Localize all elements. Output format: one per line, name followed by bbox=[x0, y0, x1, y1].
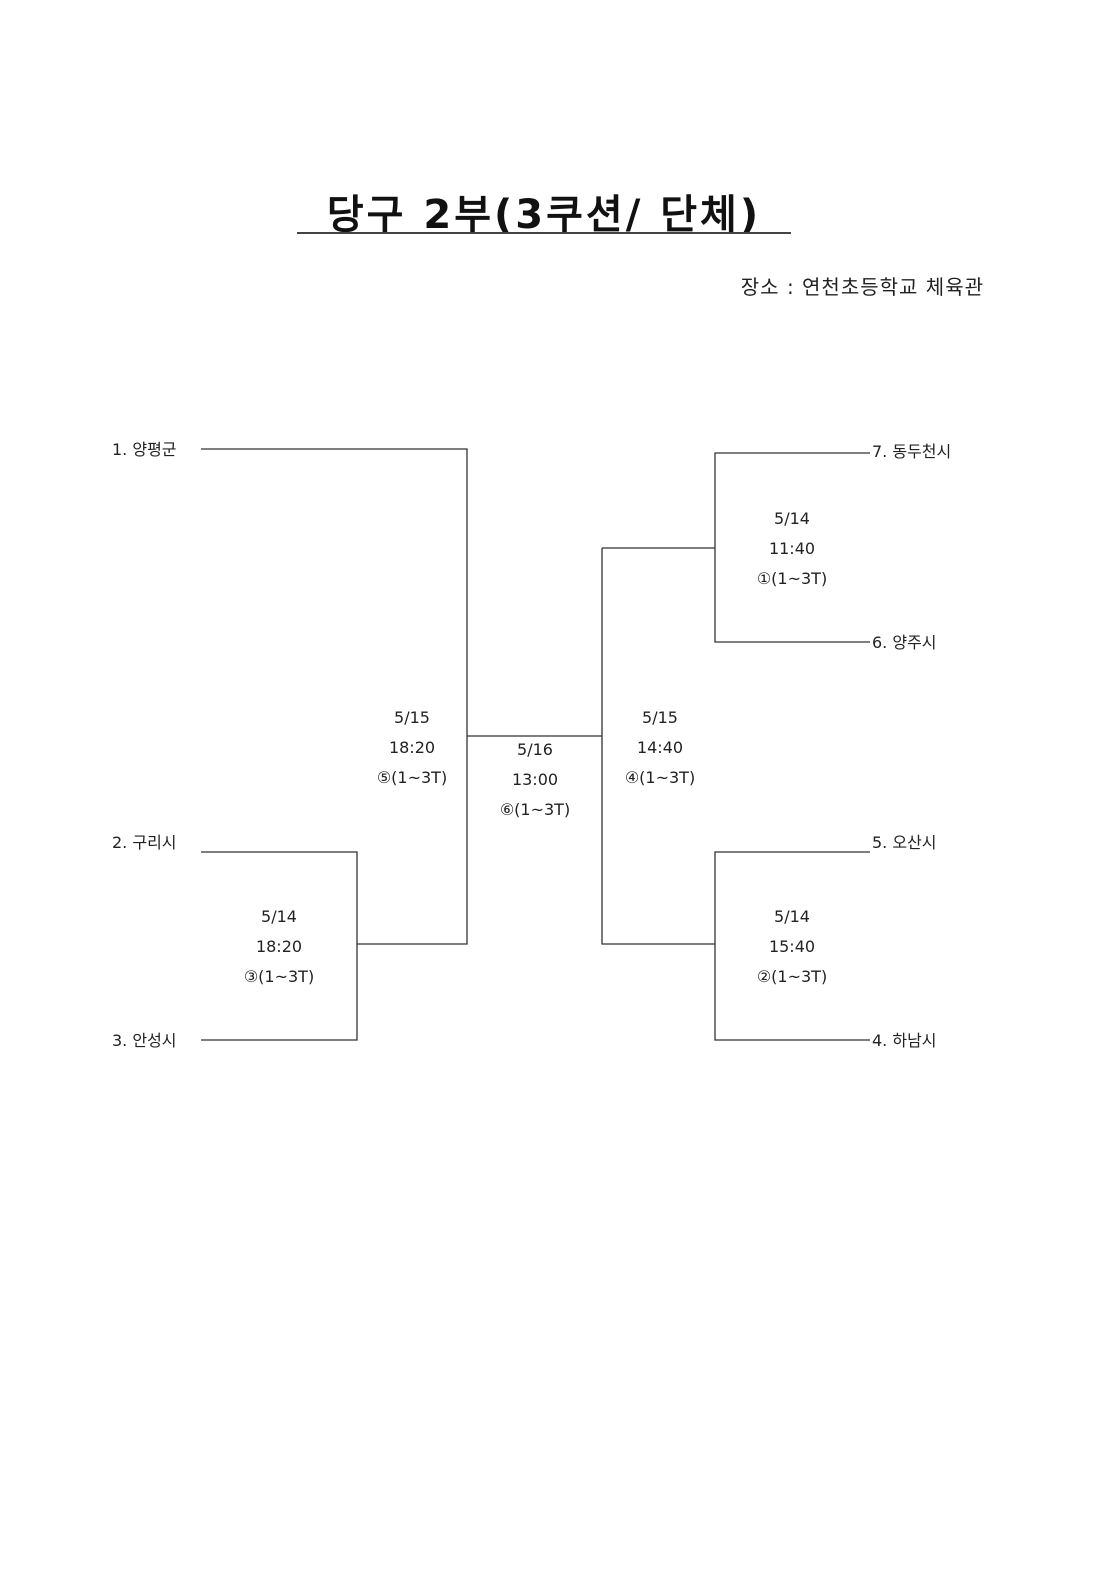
match-court: ⑤(1~3T) bbox=[377, 768, 447, 787]
bracket-line-yangpyeong bbox=[201, 448, 468, 945]
bracket-line-osan-hanam bbox=[714, 851, 870, 1041]
venue-label: 장소 : 연천초등학교 체육관 bbox=[740, 275, 984, 299]
bracket-line-dongducheon-yangju bbox=[714, 452, 870, 643]
match-date: 5/14 bbox=[774, 907, 810, 926]
match-info: 5/15 18:20 ⑤(1~3T) bbox=[377, 708, 447, 787]
page-title: 당구 2부(3쿠션/ 단체) bbox=[326, 192, 762, 238]
bracket-line-right-semi bbox=[601, 548, 715, 945]
match-court: ②(1~3T) bbox=[757, 967, 827, 986]
match-time: 14:40 bbox=[637, 738, 683, 757]
match-date: 5/14 bbox=[261, 907, 297, 926]
match-court: ⑥(1~3T) bbox=[500, 800, 570, 819]
match-info: 5/15 14:40 ④(1~3T) bbox=[625, 708, 695, 787]
match-time: 13:00 bbox=[512, 770, 558, 789]
match-date: 5/14 bbox=[774, 509, 810, 528]
team-label: 4. 하남시 bbox=[872, 1031, 937, 1050]
bracket-line-guri-anseong bbox=[201, 851, 358, 1041]
match-time: 18:20 bbox=[256, 937, 302, 956]
match-date: 5/15 bbox=[394, 708, 430, 727]
match-time: 11:40 bbox=[769, 539, 815, 558]
match-info: 5/14 15:40 ②(1~3T) bbox=[757, 907, 827, 986]
match-info: 5/14 11:40 ①(1~3T) bbox=[757, 509, 827, 588]
bracket-lines bbox=[201, 448, 870, 1041]
match-time: 15:40 bbox=[769, 937, 815, 956]
match-date: 5/16 bbox=[517, 740, 553, 759]
match-time: 18:20 bbox=[389, 738, 435, 757]
team-label: 7. 동두천시 bbox=[872, 442, 951, 461]
match-date: 5/15 bbox=[642, 708, 678, 727]
team-label: 5. 오산시 bbox=[872, 833, 937, 852]
match-court: ④(1~3T) bbox=[625, 768, 695, 787]
match-court: ③(1~3T) bbox=[244, 967, 314, 986]
match-info: 5/14 18:20 ③(1~3T) bbox=[244, 907, 314, 986]
match-info: 5/16 13:00 ⑥(1~3T) bbox=[500, 740, 570, 819]
team-label: 6. 양주시 bbox=[872, 633, 937, 652]
team-label: 3. 안성시 bbox=[112, 1031, 177, 1050]
title-underline bbox=[297, 232, 791, 234]
team-label: 1. 양평군 bbox=[112, 440, 177, 459]
team-label: 2. 구리시 bbox=[112, 833, 177, 852]
match-court: ①(1~3T) bbox=[757, 569, 827, 588]
